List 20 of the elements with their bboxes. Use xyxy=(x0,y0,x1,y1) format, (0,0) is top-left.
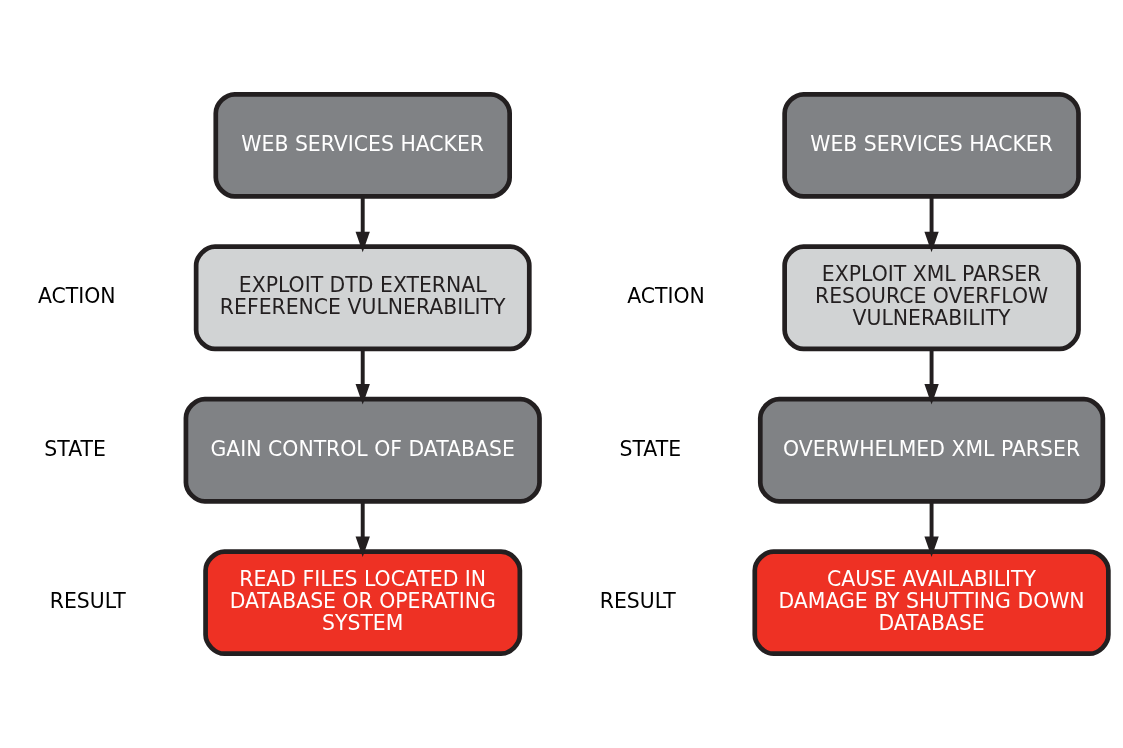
arrow xyxy=(924,196,939,253)
node-box: WEB SERVICES HACKER xyxy=(782,91,1081,199)
node-box: GAIN CONTROL OF DATABASE xyxy=(183,396,542,504)
node-box: WEB SERVICES HACKER xyxy=(213,91,512,199)
arrow xyxy=(355,196,370,253)
label: STATE xyxy=(44,436,106,461)
label: RESULT xyxy=(49,588,126,613)
label: RESULT xyxy=(599,588,676,613)
arrow xyxy=(924,501,939,557)
arrow xyxy=(355,349,370,405)
node-box: EXPLOIT DTD EXTERNAL REFERENCE VULNERABILITY xyxy=(193,244,532,352)
arrow xyxy=(355,501,370,557)
label: ACTION xyxy=(627,284,705,309)
label: ACTION xyxy=(37,284,116,309)
node-box: READ FILES LOCATED IN DATABASE OR OPERATING SYSTEM xyxy=(203,549,523,657)
label: STATE xyxy=(619,436,682,461)
node-box: CAUSE AVAILABILITY DAMAGE BY SHUTTING DOWN DATABASE xyxy=(752,549,1111,657)
node-box: OVERWHELMED XML PARSER xyxy=(757,396,1106,504)
node-box: EXPLOIT XML PARSER RESOURCE OVERFLOW VULNERABILITY xyxy=(782,244,1081,352)
arrow xyxy=(924,349,939,405)
